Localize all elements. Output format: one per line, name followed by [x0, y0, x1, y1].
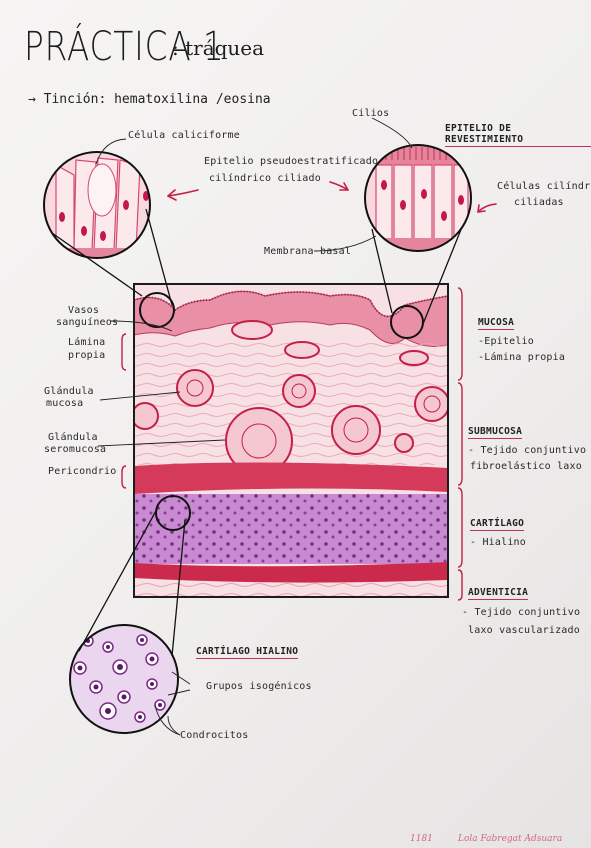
- zoom-hyaline-cartilage: [69, 624, 179, 734]
- label-glandula-seromucosa-2: seromucosa: [44, 444, 107, 455]
- arrow-left-icon: [167, 189, 199, 197]
- label-pericondrio: Pericondrio: [48, 466, 117, 477]
- footer-author: Lola Fabregat Adsuara: [458, 834, 563, 844]
- label-celula-caliciforme: Célula caliciforme: [128, 130, 240, 141]
- layer-submucosa-name: SUBMUCOSA: [468, 426, 523, 439]
- section-frame: [133, 283, 449, 598]
- layer-mucosa-name: MUCOSA: [478, 317, 515, 330]
- zoom-ciliated-cells: [364, 144, 472, 252]
- label-epitelio-tipo-2: cilíndrico ciliado: [209, 173, 321, 184]
- staining-note: → Tinción: hematoxilina /eosina: [28, 92, 271, 107]
- layer-mucosa-item-1: -Epitelio: [478, 336, 534, 347]
- layer-submucosa-item-1: - Tejido conjuntivo: [468, 445, 587, 456]
- label-celulas-cilindricas-1: Células cilíndricas: [497, 181, 591, 192]
- tissue-section: [134, 284, 448, 597]
- layer-submucosa-item-2: fibroelástico laxo: [470, 461, 582, 472]
- zoom-goblet-cell: [43, 151, 151, 259]
- footer-code: 1181: [410, 834, 433, 844]
- label-membrana-basal: Membrana basal: [264, 246, 352, 257]
- label-grupos-isogenicos: Grupos isogénicos: [206, 681, 312, 692]
- label-glandula-seromucosa-1: Glándula: [48, 432, 98, 443]
- page-title: PRÁCTICA 1: [24, 24, 225, 70]
- layer-cartilago-item-1: - Hialino: [470, 537, 526, 548]
- label-vasos-2: sanguíneos: [56, 317, 119, 328]
- label-lamina-1: Lámina: [68, 337, 106, 348]
- label-lamina-2: propia: [68, 350, 106, 361]
- layer-cartilago-name: CARTÍLAGO: [470, 518, 525, 531]
- label-epitelio-tipo-1: Epitelio pseudoestratificado: [204, 156, 379, 167]
- label-glandula-mucosa-2: mucosa: [46, 398, 84, 409]
- label-vasos-1: Vasos: [68, 305, 100, 316]
- layer-mucosa-item-2: -Lámina propia: [478, 352, 566, 363]
- layer-adventicia-name: ADVENTICIA: [468, 587, 529, 600]
- heading-epitelio-revestimiento: EPITELIO DE REVESTIMIENTO: [445, 123, 591, 147]
- label-glandula-mucosa-1: Glándula: [44, 386, 94, 397]
- layer-adventicia-item-2: laxo vascularizado: [468, 625, 580, 636]
- page-subtitle: : tráquea: [172, 36, 265, 60]
- layer-adventicia-item-1: - Tejido conjuntivo: [462, 607, 581, 618]
- label-cilios: Cilios: [352, 108, 390, 119]
- label-celulas-cilindricas-2: ciliadas: [514, 197, 564, 208]
- label-condrocitos: Condrocitos: [180, 730, 249, 741]
- heading-cartilago-hialino: CARTÍLAGO HIALINO: [196, 646, 299, 659]
